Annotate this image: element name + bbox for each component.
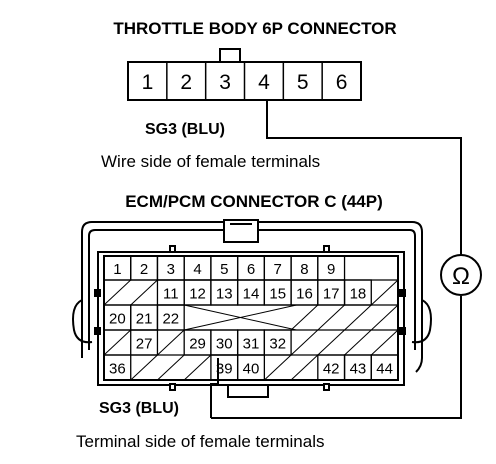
throttle-pin-1: 1	[142, 71, 154, 94]
throttle-body-connector	[127, 48, 362, 101]
ohm-icon: Ω	[452, 263, 470, 290]
ecm-pin-18: 18	[350, 286, 367, 303]
ecm-pin-17: 17	[323, 286, 340, 303]
ecm-pin-4: 4	[193, 261, 201, 278]
ecm-connector-title: ECM/PCM CONNECTOR C (44P)	[125, 192, 383, 211]
ecm-pin-44: 44	[376, 361, 393, 378]
ecm-pin-36: 36	[109, 361, 126, 378]
ecm-pin-9: 9	[327, 261, 335, 278]
ecm-pin-20: 20	[109, 311, 126, 328]
ecm-wire-label: SG3 (BLU)	[99, 400, 179, 417]
ohmmeter-circle	[440, 254, 482, 296]
ecm-pin-8: 8	[300, 261, 308, 278]
throttle-wire-label: SG3 (BLU)	[145, 121, 225, 138]
ecm-pin-13: 13	[216, 286, 233, 303]
ecm-pin-27: 27	[136, 336, 153, 353]
ecm-pin-22: 22	[162, 311, 179, 328]
throttle-pin-2: 2	[180, 71, 192, 94]
ecm-pin-15: 15	[269, 286, 286, 303]
throttle-pin-5: 5	[297, 71, 309, 94]
ecm-pin-43: 43	[350, 361, 367, 378]
ecm-pin-1: 1	[113, 261, 121, 278]
ecm-pin-40: 40	[243, 361, 260, 378]
ecm-pin-3: 3	[167, 261, 175, 278]
ecm-pin-21: 21	[136, 311, 153, 328]
ecm-pin-5: 5	[220, 261, 228, 278]
ecm-pin-2: 2	[140, 261, 148, 278]
ecm-pin-30: 30	[216, 336, 233, 353]
throttle-caption: Wire side of female terminals	[101, 152, 320, 171]
ecm-pin-39: 39	[216, 361, 233, 378]
ecm-pin-32: 32	[269, 336, 286, 353]
ecm-pin-7: 7	[274, 261, 282, 278]
ohmmeter: Ω	[440, 254, 482, 296]
ecm-pin-6: 6	[247, 261, 255, 278]
throttle-pin-3: 3	[219, 71, 231, 94]
ecm-pin-12: 12	[189, 286, 206, 303]
ecm-pin-11: 11	[163, 286, 179, 303]
throttle-connector-title: THROTTLE BODY 6P CONNECTOR	[113, 19, 396, 38]
ecm-pin-14: 14	[243, 286, 260, 303]
test-leads	[210, 100, 462, 419]
ecm-caption: Terminal side of female terminals	[76, 432, 324, 451]
ecm-pin-29: 29	[189, 336, 206, 353]
ecm-pin-31: 31	[243, 336, 260, 353]
throttle-pin-4: 4	[258, 71, 270, 94]
ecm-pin-16: 16	[296, 286, 313, 303]
ecm-pin-42: 42	[323, 361, 340, 378]
throttle-pin-6: 6	[336, 71, 348, 94]
